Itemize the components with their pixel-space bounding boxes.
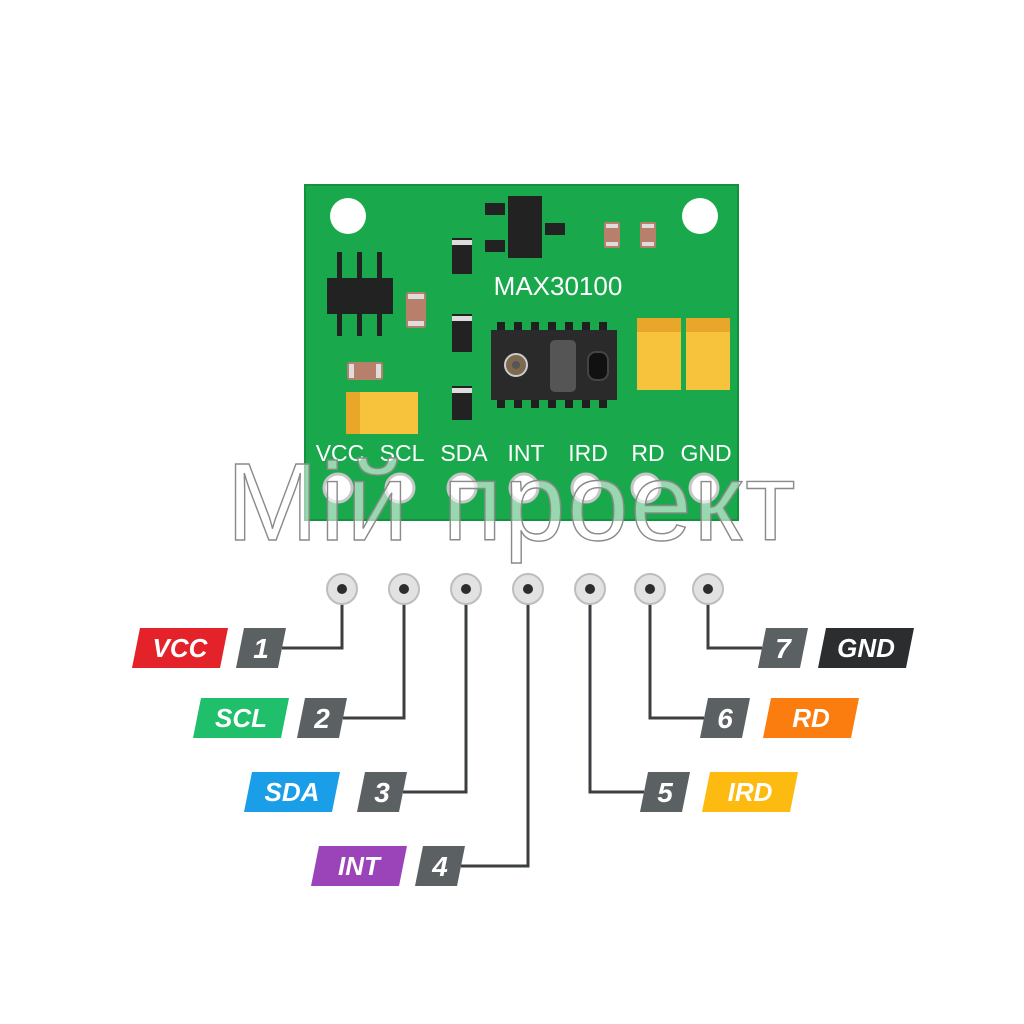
board-pin-label-rd: RD	[631, 440, 664, 466]
board-pin-label-scl: SCL	[380, 440, 425, 466]
wire-pin-4	[461, 589, 530, 868]
sensor-pin	[565, 322, 573, 332]
sensor-pin	[514, 322, 522, 332]
header-pin-hole	[585, 584, 595, 594]
pcb-edge	[304, 184, 739, 521]
led-window	[550, 340, 576, 392]
board-pin-label-ird: IRD	[568, 440, 608, 466]
mounting-hole-left	[330, 198, 366, 234]
sensor-pin	[565, 398, 573, 408]
board-pin-labels: VCC SCL SDA INT IRD RD GND	[316, 440, 732, 466]
pin-wires	[282, 589, 762, 868]
board-pin-label-gnd: GND	[680, 440, 731, 466]
wire-pin-2	[343, 589, 406, 720]
voltage-regulator	[485, 196, 565, 258]
board-pin-label-sda: SDA	[440, 440, 488, 466]
wire-pin-7	[706, 589, 762, 650]
legend-name-rd: RD	[792, 703, 830, 733]
legend-tag-rd	[763, 698, 859, 738]
sensor-pins-bottom	[497, 398, 607, 408]
legend-number-text-2: 2	[313, 703, 330, 734]
watermark: Мій проект	[227, 441, 798, 564]
legend-tag-gnd	[818, 628, 914, 668]
legend-name-gnd: GND	[837, 633, 895, 663]
legend-number-2	[297, 698, 347, 738]
resistor-vertical	[406, 292, 426, 328]
legend-name-int: INT	[338, 851, 382, 881]
tantalum-capacitor-left	[346, 392, 418, 434]
legend-number-text-4: 4	[431, 851, 448, 882]
legend-tag-sda	[244, 772, 340, 812]
legend-number-text-3: 3	[374, 777, 390, 808]
board-pin-label-int: INT	[507, 440, 544, 466]
wire-pin-6	[648, 589, 704, 720]
sensor-pin	[497, 322, 505, 332]
header-pin-hole	[461, 584, 471, 594]
header-pins	[326, 573, 724, 605]
resistor-horizontal	[347, 362, 383, 380]
board-pad-ird	[570, 472, 602, 504]
chip-label: MAX30100	[494, 271, 623, 301]
board-pin-label-vcc: VCC	[316, 440, 365, 466]
legend-number-text-7: 7	[775, 633, 792, 664]
legend-number-1	[236, 628, 286, 668]
legend-number-text-1: 1	[253, 633, 269, 664]
legend-tag-ird	[702, 772, 798, 812]
legend-number-6	[700, 698, 750, 738]
led-window-right	[587, 351, 609, 381]
legend-number-3	[357, 772, 407, 812]
header-pin-hole	[523, 584, 533, 594]
smd-diodes	[452, 238, 472, 420]
sensor-pin	[531, 398, 539, 408]
sensor-pin	[514, 398, 522, 408]
board-pad-scl	[384, 472, 416, 504]
wire-pin-1	[282, 589, 344, 650]
header-pin-hole	[337, 584, 347, 594]
legend-tag-vcc	[132, 628, 228, 668]
sensor-pin	[548, 398, 556, 408]
sensor-pins-top	[497, 322, 607, 332]
tantalum-capacitors-right	[637, 318, 730, 390]
board-pad-gnd	[688, 472, 720, 504]
header-pin-hole	[703, 584, 713, 594]
board-pad-rd	[630, 472, 662, 504]
board-pad-vcc	[322, 472, 354, 504]
legend-number-text-5: 5	[657, 777, 673, 808]
sensor-pin	[548, 322, 556, 332]
sensor-pin	[497, 398, 505, 408]
legend-name-ird: IRD	[728, 777, 773, 807]
board-pads	[322, 472, 720, 504]
header-pin-hole	[645, 584, 655, 594]
legend-name-sda: SDA	[265, 777, 320, 807]
max30100-board: MAX30100 VCC SCL SDA INT IRD RD GND	[304, 184, 739, 521]
legend-tag-scl	[193, 698, 289, 738]
resistor-pair-top	[604, 222, 656, 248]
legend-number-4	[415, 846, 465, 886]
legend-name-vcc: VCC	[153, 633, 209, 663]
mounting-hole-right	[682, 198, 718, 234]
sensor-pin	[599, 322, 607, 332]
legend-number-text-6: 6	[717, 703, 733, 734]
header-pin-hole	[399, 584, 409, 594]
wire-pin-5	[588, 589, 644, 794]
sensor-pin	[582, 398, 590, 408]
sensor-pin	[582, 322, 590, 332]
legend-number-7	[758, 628, 808, 668]
legend-tag-int	[311, 846, 407, 886]
board-pad-sda	[446, 472, 478, 504]
legend-number-5	[640, 772, 690, 812]
wire-pin-3	[403, 589, 468, 794]
max30100-sensor	[491, 322, 617, 408]
board-pad-int	[508, 472, 540, 504]
sensor-pin	[599, 398, 607, 408]
sot-ic	[327, 252, 393, 336]
legend-name-scl: SCL	[215, 703, 267, 733]
sensor-pin	[531, 322, 539, 332]
